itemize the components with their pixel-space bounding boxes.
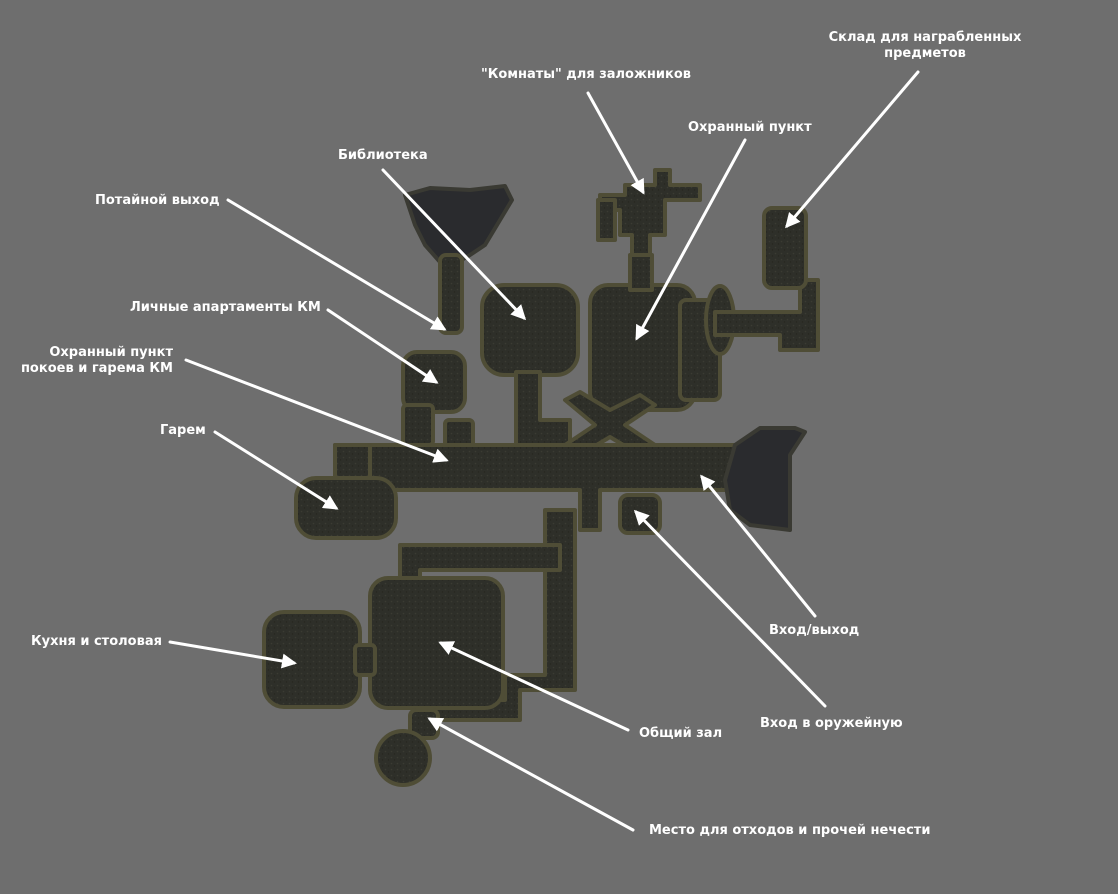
label-harem-guard-post-line2: покоев и гарема КМ <box>20 361 173 376</box>
annotation-arrows <box>168 70 920 832</box>
label-secret-exit-text: Потайной выход <box>95 193 220 208</box>
label-entrance-exit-text: Вход/выход <box>769 623 860 638</box>
arrow-harem-guard-post <box>184 358 449 463</box>
arrow-harem <box>213 430 339 510</box>
label-harem-guard-post: Охранный пункт покоев и гарема КМ <box>20 345 173 377</box>
label-hostage-rooms-text: "Комнаты" для заложников <box>481 67 691 82</box>
arrow-storage <box>785 70 920 229</box>
water-pool-entrance <box>723 426 807 532</box>
label-guard-post: Охранный пункт <box>688 120 812 136</box>
arrow-km-apartments <box>326 308 439 384</box>
hostage-corridor <box>628 253 654 292</box>
dungeon-rooms <box>262 168 820 787</box>
label-kitchen-dining-text: Кухня и столовая <box>31 634 162 649</box>
arrow-common-hall <box>438 641 630 732</box>
arrow-secret-exit <box>226 198 447 331</box>
secret-passage <box>438 253 464 335</box>
km-apartments-corridor <box>401 403 435 447</box>
arrow-entrance-exit <box>700 474 817 618</box>
label-armory-entrance-text: Вход в оружейную <box>760 716 903 731</box>
label-library-text: Библиотека <box>338 148 428 163</box>
label-km-apartments: Личные апартаменты КМ <box>130 300 321 316</box>
label-storage-line2: предметов <box>884 46 966 61</box>
arrow-hostage-rooms <box>586 91 645 195</box>
label-armory-entrance: Вход в оружейную <box>760 716 903 732</box>
library-corridor <box>514 370 572 457</box>
arrow-kitchen <box>168 640 297 669</box>
storage-corridor <box>713 278 820 352</box>
label-guard-post-text: Охранный пункт <box>688 120 812 135</box>
label-common-hall: Общий зал <box>639 726 722 742</box>
water-pool-secret-exit <box>403 184 514 264</box>
kitchen-link <box>353 643 377 677</box>
label-entrance-exit: Вход/выход <box>769 623 859 639</box>
harem-link <box>333 443 372 482</box>
arrow-waste <box>427 717 635 832</box>
harem-room <box>294 476 398 540</box>
storage-room <box>762 206 808 290</box>
label-kitchen-dining: Кухня и столовая <box>31 634 162 650</box>
hostage-rooms <box>598 168 702 262</box>
label-storage-line1: Склад для награбленных <box>828 30 1022 45</box>
label-library: Библиотека <box>338 148 428 164</box>
label-secret-exit: Потайной выход <box>95 193 220 209</box>
waste-pit <box>374 729 432 787</box>
library-room <box>480 283 580 377</box>
arrow-library <box>381 168 527 321</box>
label-harem-text: Гарем <box>160 423 206 438</box>
common-hall-room <box>368 576 505 710</box>
label-km-apartments-text: Личные апартаменты КМ <box>130 300 321 315</box>
label-storage: Склад для награбленных предметов <box>820 30 1030 62</box>
label-harem-guard-post-line1: Охранный пункт <box>49 345 173 360</box>
label-waste-area-text: Место для отходов и прочей нечести <box>649 823 931 838</box>
label-common-hall-text: Общий зал <box>639 726 723 741</box>
label-waste-area: Место для отходов и прочей нечести <box>649 823 930 839</box>
hostage-room-loop <box>596 198 617 242</box>
arrow-guard-post <box>635 138 747 341</box>
label-hostage-rooms: "Комнаты" для заложников <box>481 67 691 83</box>
label-harem: Гарем <box>160 423 206 439</box>
arrow-armory <box>633 509 827 708</box>
